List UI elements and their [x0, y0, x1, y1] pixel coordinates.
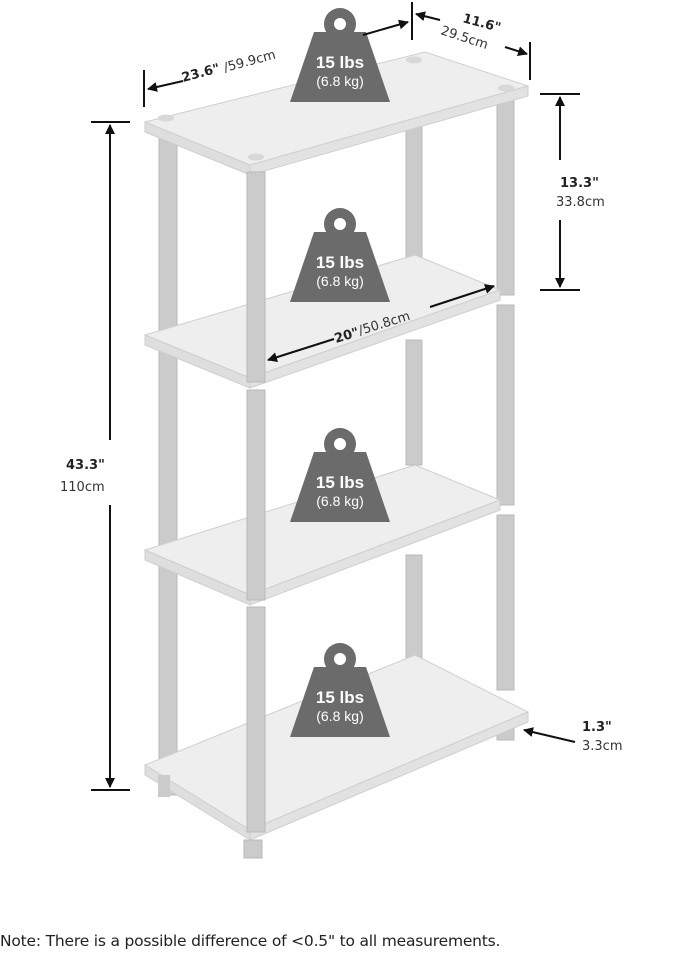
svg-text:(6.8 kg): (6.8 kg)	[316, 73, 363, 89]
weight-badge: 15 lbs (6.8 kg)	[290, 428, 390, 522]
shelf-3	[143, 464, 502, 606]
foot-cm: 3.3cm	[582, 739, 623, 754]
height-inches: 43.3"	[66, 458, 105, 473]
weight-badge: 15 lbs (6.8 kg)	[290, 208, 390, 302]
spacing-inches: 13.3"	[560, 176, 599, 191]
foot-inches: 1.3"	[582, 720, 612, 735]
svg-text:15 lbs: 15 lbs	[316, 473, 364, 492]
width-inches: 23.6"	[180, 61, 221, 86]
width-dimension	[143, 2, 413, 107]
svg-text:15 lbs: 15 lbs	[316, 53, 364, 72]
shelf-top	[143, 51, 530, 176]
front-poles	[246, 171, 266, 833]
svg-text:(6.8 kg): (6.8 kg)	[316, 493, 363, 509]
weight-badge: 15 lbs (6.8 kg)	[290, 8, 390, 102]
spacing-cm: 33.8cm	[556, 195, 605, 210]
depth-dimension	[415, 11, 531, 80]
svg-text:(6.8 kg): (6.8 kg)	[316, 273, 363, 289]
shelf-2	[143, 254, 502, 389]
width-cm: /59.9cm	[222, 48, 277, 76]
foot-dimension	[523, 727, 576, 743]
inner-width-inches: 20"	[333, 325, 361, 347]
height-cm: 110cm	[60, 480, 105, 495]
shelf-bottom	[143, 654, 530, 859]
svg-text:15 lbs: 15 lbs	[316, 688, 364, 707]
svg-text:(6.8 kg): (6.8 kg)	[316, 708, 363, 724]
inner-width-dimension	[267, 284, 495, 363]
height-dimension	[91, 121, 130, 791]
weight-badge: 15 lbs (6.8 kg)	[290, 643, 390, 737]
svg-text:15 lbs: 15 lbs	[316, 253, 364, 272]
back-poles	[158, 94, 515, 796]
measurement-note: Note: There is a possible difference of …	[0, 932, 501, 950]
shelf-spacing-dimension	[540, 93, 580, 291]
